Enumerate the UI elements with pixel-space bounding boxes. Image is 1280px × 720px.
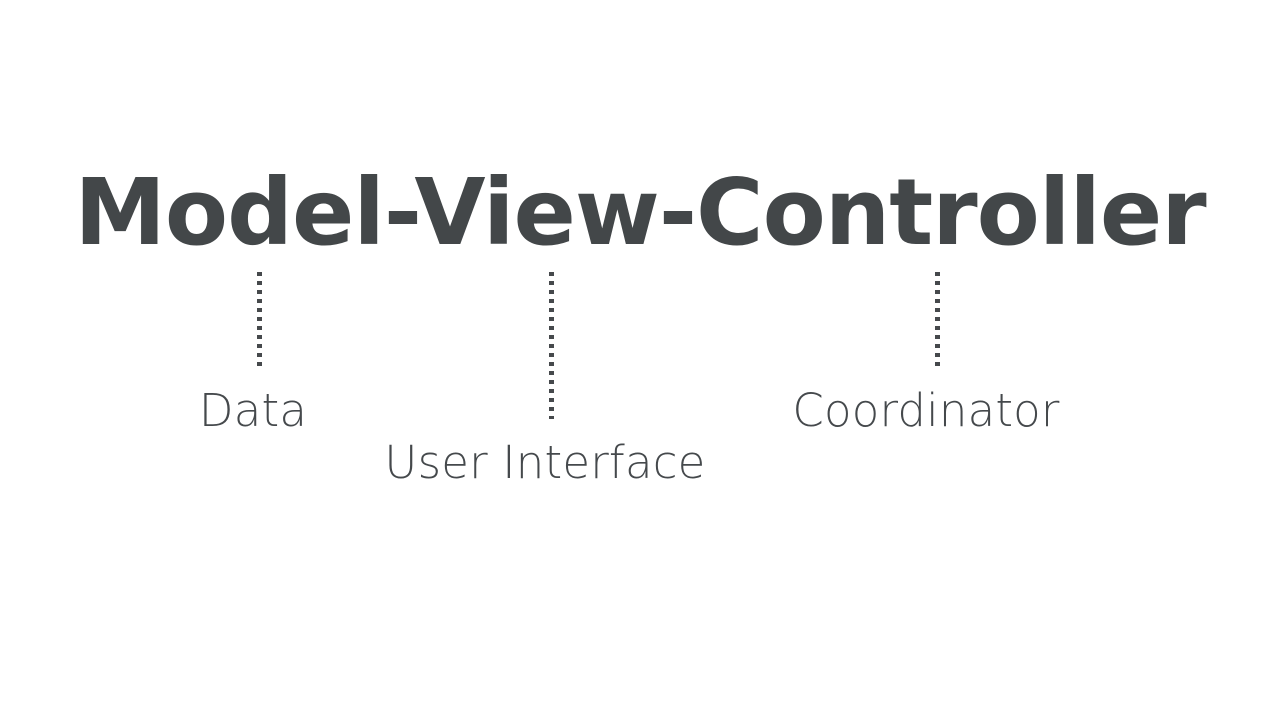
component-label-model: Data — [198, 384, 308, 437]
component-label-view: User Interface — [384, 436, 706, 489]
connector-line-controller — [935, 272, 940, 366]
page-title: Model-View-Controller — [74, 159, 1206, 266]
connector-line-view — [549, 272, 554, 419]
connector-line-model — [257, 272, 262, 366]
component-label-controller: Coordinator — [792, 384, 1060, 437]
